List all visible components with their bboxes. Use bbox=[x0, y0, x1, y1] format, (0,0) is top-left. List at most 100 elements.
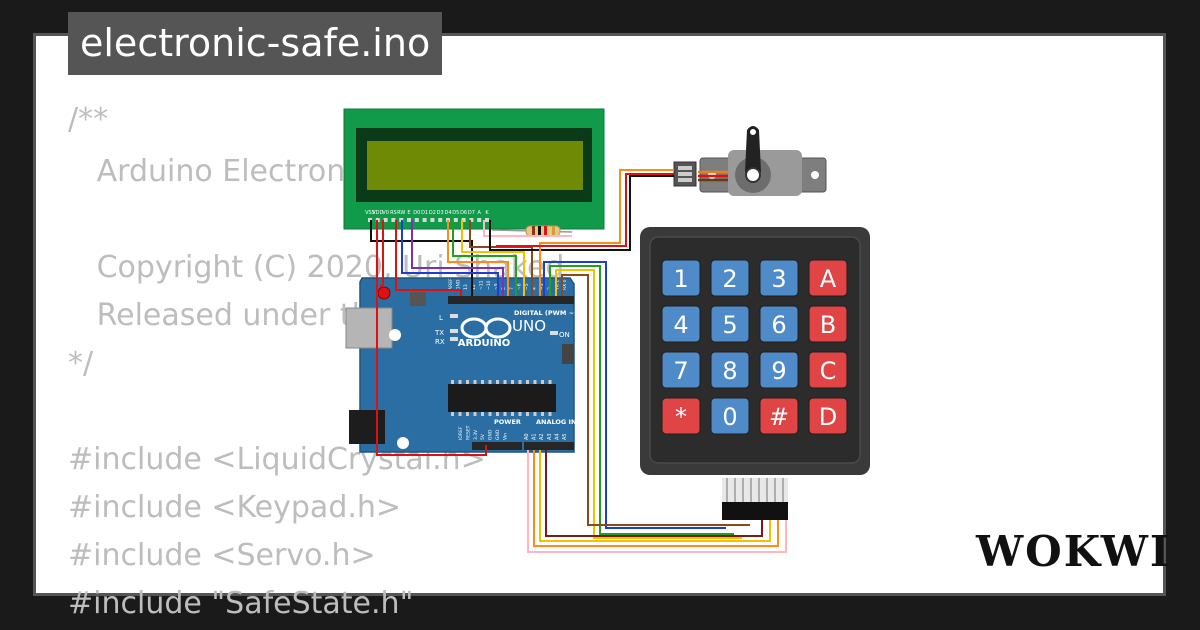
digital-header bbox=[448, 296, 574, 304]
analog-pin-label: A3 bbox=[547, 433, 553, 440]
keypad-key-label: 9 bbox=[771, 357, 786, 385]
chip-pin bbox=[511, 412, 514, 416]
lcd-pin bbox=[383, 218, 388, 222]
keypad-key[interactable]: # bbox=[759, 397, 799, 435]
code-line: #include <Keypad.h> bbox=[68, 490, 402, 525]
chip-pins bbox=[451, 380, 552, 416]
keypad-key[interactable]: 8 bbox=[710, 351, 750, 389]
chip-pin bbox=[481, 412, 484, 416]
code-line: /** bbox=[68, 102, 109, 137]
usb-port bbox=[345, 307, 393, 349]
keypad-key-label: 7 bbox=[673, 357, 688, 385]
power-pin-label: GND bbox=[488, 429, 494, 440]
keypad-key[interactable]: B bbox=[808, 305, 848, 343]
keypad-key[interactable]: 0 bbox=[710, 397, 750, 435]
lcd-pin bbox=[422, 218, 427, 222]
l-label: L bbox=[439, 314, 443, 322]
svg-text:UNO: UNO bbox=[512, 317, 546, 335]
wokwi-logo: WOKWI bbox=[976, 527, 1172, 576]
lcd-pin-label: D5 bbox=[452, 210, 459, 216]
keypad-key-label: 5 bbox=[722, 311, 737, 339]
lcd-pin bbox=[477, 218, 482, 222]
lcd-pin-label: RW bbox=[397, 210, 405, 216]
code-line: #include <LiquidCrystal.h> bbox=[68, 442, 486, 477]
chip-pin bbox=[496, 412, 499, 416]
chip-pin bbox=[481, 380, 484, 384]
power-jack bbox=[349, 410, 385, 444]
lcd-pin bbox=[461, 218, 466, 222]
chip-pin bbox=[451, 380, 454, 384]
lcd-pin bbox=[453, 218, 458, 222]
keypad-key[interactable]: C bbox=[808, 351, 848, 389]
power-pin-label: 3.3V bbox=[473, 429, 479, 440]
digital-pin-label: TX 1 bbox=[554, 280, 560, 291]
chip-pin bbox=[503, 380, 507, 384]
lcd-pin bbox=[438, 218, 443, 222]
analog-header bbox=[524, 442, 574, 450]
keypad-key[interactable]: 9 bbox=[759, 351, 799, 389]
power-pin-label: IOREF bbox=[458, 426, 464, 440]
analog-label: ANALOG IN bbox=[536, 418, 576, 426]
lcd-pin-label: D0 bbox=[413, 210, 420, 216]
servo-motor[interactable] bbox=[673, 126, 827, 196]
analog-pin-label: A1 bbox=[532, 433, 538, 440]
keypad-key[interactable]: D bbox=[808, 397, 848, 435]
digital-pin-label: ~9 bbox=[494, 283, 500, 290]
analog-pin-label: A2 bbox=[539, 433, 545, 440]
lcd-pin bbox=[391, 218, 396, 222]
arduino-uno-board[interactable]: ARDUINO UNO ON L TX RX DIGITAL (PWM ~) P… bbox=[345, 277, 577, 453]
keypad-key[interactable]: * bbox=[661, 397, 701, 435]
lcd-pin-label: A bbox=[477, 210, 481, 216]
lcd-pin-label: RS bbox=[390, 210, 397, 216]
keypad-key[interactable]: 5 bbox=[710, 305, 750, 343]
digital-pin-label: ~6 bbox=[516, 283, 522, 290]
chip-pin bbox=[548, 380, 552, 384]
digital-pin-label: ~10 bbox=[486, 280, 492, 290]
keypad-key-label: 3 bbox=[771, 265, 786, 293]
lcd-pin bbox=[430, 218, 435, 222]
chip-pin bbox=[458, 380, 462, 384]
keypad-key[interactable]: A bbox=[808, 259, 848, 297]
keypad-key-label: C bbox=[820, 357, 837, 385]
keypad-key[interactable]: 4 bbox=[661, 305, 701, 343]
digital-pin-label: 8 bbox=[501, 287, 507, 290]
lcd-pin bbox=[407, 218, 411, 222]
chip-pin bbox=[533, 412, 537, 416]
chip-pin bbox=[466, 412, 469, 416]
keypad-key[interactable]: 3 bbox=[759, 259, 799, 297]
chip-pin bbox=[548, 412, 552, 416]
keypad-key[interactable]: 7 bbox=[661, 351, 701, 389]
lcd-pin-label: E bbox=[407, 210, 410, 216]
reset-button[interactable] bbox=[377, 286, 391, 300]
chip-pin bbox=[451, 412, 454, 416]
keypad-key[interactable]: 6 bbox=[759, 305, 799, 343]
power-header bbox=[472, 442, 522, 450]
tx-label: TX bbox=[434, 329, 444, 337]
lcd-pin-label: D6 bbox=[460, 210, 467, 216]
code-line: #include <Servo.h> bbox=[68, 538, 376, 573]
resistor[interactable] bbox=[491, 225, 573, 237]
lcd-pin-label: V0 bbox=[382, 210, 389, 216]
keypad-key-label: * bbox=[675, 403, 687, 431]
keypad-key-label: 8 bbox=[722, 357, 737, 385]
lcd-pin bbox=[485, 218, 489, 222]
lcd-pin-label: D4 bbox=[444, 210, 451, 216]
keypad-key-label: 4 bbox=[673, 311, 688, 339]
chip-pin bbox=[511, 380, 514, 384]
arduino-logo: ARDUINO UNO bbox=[458, 317, 546, 349]
svg-text:ARDUINO: ARDUINO bbox=[458, 338, 510, 349]
lcd-pin bbox=[414, 218, 419, 222]
chip-pin bbox=[473, 412, 477, 416]
power-pin-label: RESET bbox=[465, 425, 471, 440]
keypad-key[interactable]: 2 bbox=[710, 259, 750, 297]
keypad-key-label: D bbox=[819, 403, 837, 431]
keypad-key[interactable]: 1 bbox=[661, 259, 701, 297]
digital-pin-label: 4 bbox=[532, 287, 538, 290]
chip-pin bbox=[518, 412, 522, 416]
lcd-pin-label: D7 bbox=[468, 210, 475, 216]
power-pin-label: 5V bbox=[480, 433, 486, 440]
